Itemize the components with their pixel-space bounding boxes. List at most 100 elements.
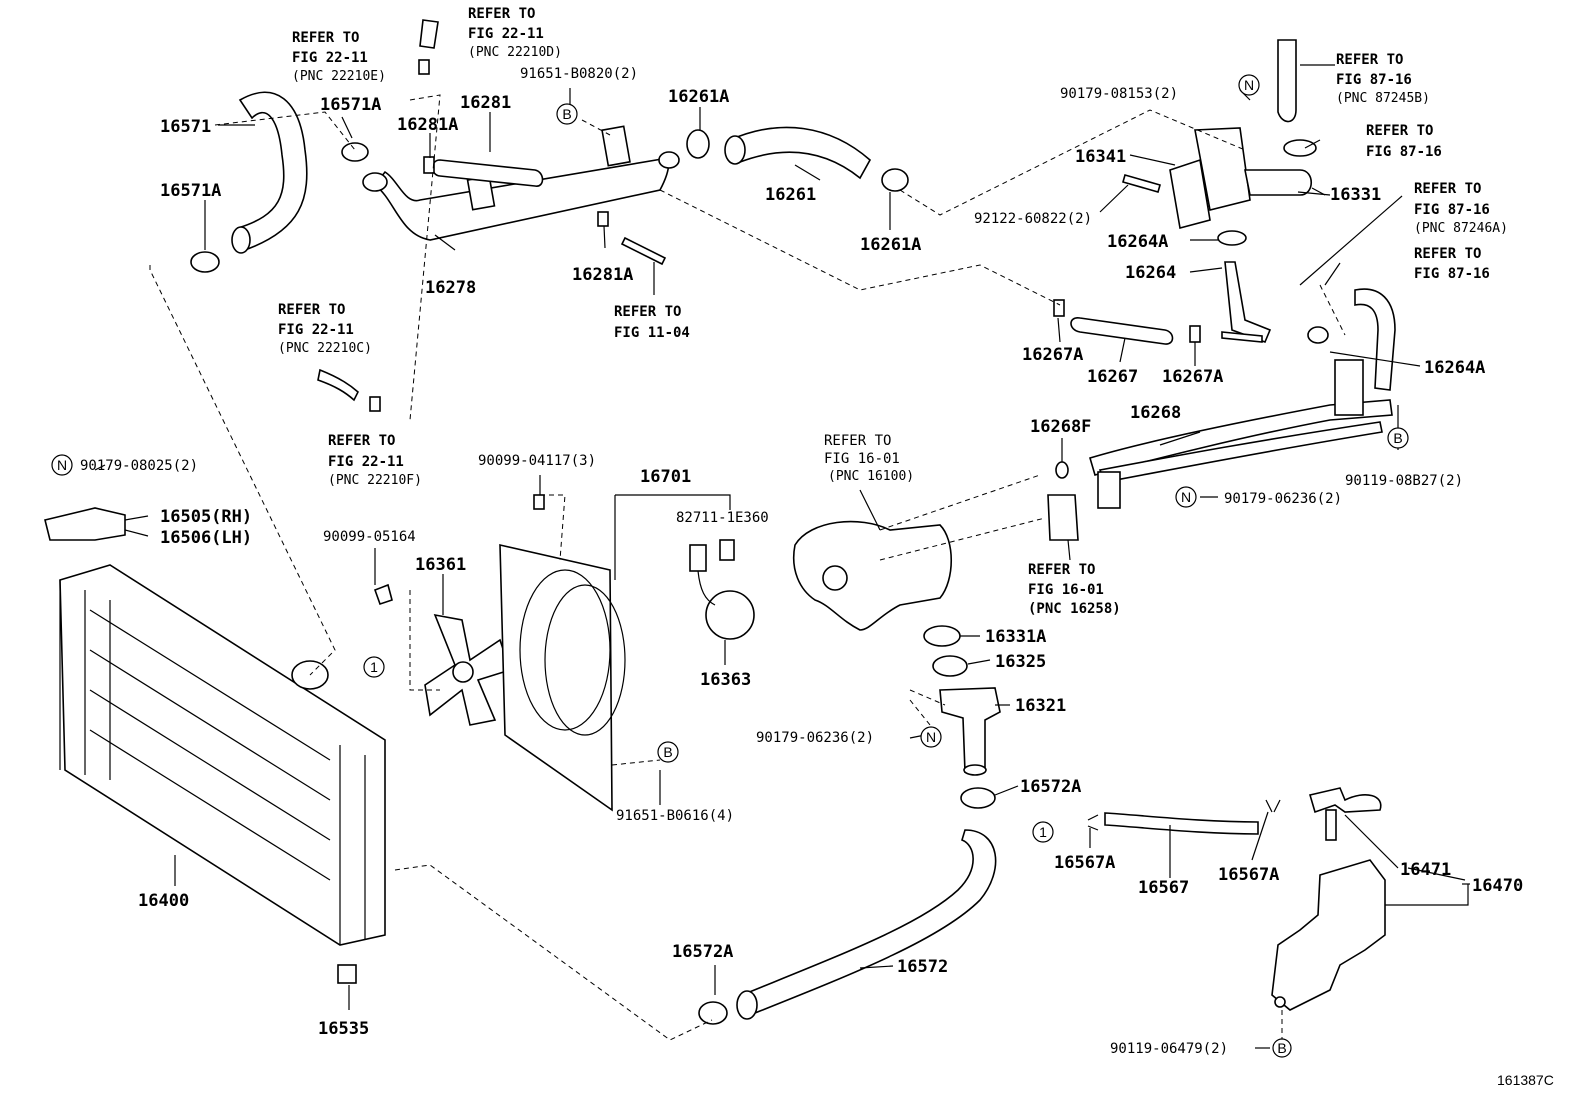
stud-bolt bbox=[1122, 174, 1161, 193]
svg-text:REFER TO: REFER TO bbox=[824, 433, 891, 449]
radiator-inlet-hose bbox=[728, 126, 872, 180]
upper-radiator-hose bbox=[236, 91, 308, 252]
svg-text:FIG 22-11: FIG 22-11 bbox=[278, 322, 354, 338]
water-pump bbox=[792, 520, 953, 631]
svg-text:1: 1 bbox=[1039, 824, 1047, 840]
reservoir-cap-hose bbox=[1308, 787, 1382, 814]
inlet-end bbox=[963, 764, 987, 776]
svg-text:FIG 22-11: FIG 22-11 bbox=[468, 26, 544, 42]
part-label: 16572A bbox=[672, 942, 733, 962]
refer-to-fig-87-16-b: REFER TO FIG 87-16 bbox=[1414, 246, 1490, 282]
pipe-end bbox=[658, 151, 680, 169]
hose-clip bbox=[597, 211, 609, 227]
svg-text:N: N bbox=[1181, 489, 1191, 505]
thermostat-gasket bbox=[932, 655, 968, 677]
svg-text:N: N bbox=[926, 729, 936, 745]
heater-hose bbox=[1354, 288, 1396, 391]
bypass-hose-small bbox=[1070, 317, 1174, 345]
part-label: 90099-05164 bbox=[323, 529, 416, 545]
water-inlet-pipe-lower bbox=[1098, 421, 1383, 483]
part-label: 16470 bbox=[1472, 876, 1523, 896]
svg-text:FIG 22-11: FIG 22-11 bbox=[292, 50, 368, 66]
svg-text:(PNC 22210C): (PNC 22210C) bbox=[278, 341, 372, 356]
part-label: 16321 bbox=[1015, 696, 1066, 716]
svg-text:REFER TO: REFER TO bbox=[292, 30, 359, 46]
svg-text:(PNC 22210E): (PNC 22210E) bbox=[292, 69, 386, 84]
part-label: 90179-06236(2) bbox=[756, 730, 874, 746]
marker-N-circle: N bbox=[920, 726, 942, 748]
reservoir-pipe bbox=[1325, 809, 1337, 841]
part-label: 91651-B0820(2) bbox=[520, 66, 638, 82]
hose-end bbox=[736, 990, 758, 1020]
clip bbox=[418, 59, 430, 75]
part-label: 16264A bbox=[1424, 358, 1485, 378]
svg-text:B: B bbox=[663, 744, 672, 760]
part-label: 16264A bbox=[1107, 232, 1168, 252]
hose-clamp bbox=[1307, 326, 1329, 344]
drain-cock bbox=[337, 964, 357, 984]
lower-radiator-hose bbox=[740, 829, 997, 1017]
part-label: 16281A bbox=[397, 115, 458, 135]
svg-text:B: B bbox=[1277, 1040, 1286, 1056]
part-label: 16505(RH) bbox=[160, 507, 252, 527]
part-label: 90119-06479(2) bbox=[1110, 1041, 1228, 1057]
pipe-end bbox=[362, 172, 388, 192]
svg-text:REFER TO: REFER TO bbox=[1414, 246, 1481, 262]
part-label: 16567 bbox=[1138, 878, 1189, 898]
part-label: 16267A bbox=[1162, 367, 1223, 387]
radiator bbox=[59, 564, 386, 946]
part-label: 16535 bbox=[318, 1019, 369, 1039]
part-label: 16261A bbox=[860, 235, 921, 255]
svg-text:(PNC 16258): (PNC 16258) bbox=[1028, 601, 1121, 617]
fan-motor bbox=[705, 590, 755, 640]
hose-end bbox=[724, 135, 746, 165]
outlet-nozzle bbox=[1244, 169, 1313, 196]
part-label: 16572A bbox=[1020, 777, 1081, 797]
svg-text:REFER TO: REFER TO bbox=[1414, 181, 1481, 197]
refer-to-fig-11-04: REFER TO FIG 11-04 bbox=[614, 304, 690, 341]
svg-text:(PNC 22210F): (PNC 22210F) bbox=[328, 473, 422, 488]
part-label: 16261A bbox=[668, 87, 729, 107]
refer-to-fig-22-11-22210f: REFER TO FIG 22-11 (PNC 22210F) bbox=[328, 433, 422, 488]
part-label: 90179-06236(2) bbox=[1224, 491, 1342, 507]
part-label: 90099-04117(3) bbox=[478, 453, 596, 469]
svg-text:B: B bbox=[562, 106, 571, 122]
svg-text:REFER TO: REFER TO bbox=[1366, 123, 1433, 139]
hose-clip bbox=[1053, 299, 1065, 317]
hose-clamp bbox=[686, 129, 710, 159]
marker-B-circle: B bbox=[556, 103, 578, 125]
svg-text:REFER TO: REFER TO bbox=[614, 304, 681, 320]
part-label: 16571A bbox=[160, 181, 221, 201]
refer-to-fig-22-11-22210d: REFER TO FIG 22-11 (PNC 22210D) bbox=[468, 6, 562, 60]
part-label: 16701 bbox=[640, 467, 691, 487]
svg-text:FIG 22-11: FIG 22-11 bbox=[328, 454, 404, 470]
part-label: 92122-60822(2) bbox=[974, 211, 1092, 227]
part-label: 16571A bbox=[320, 95, 381, 115]
part-label: 82711-1E360 bbox=[676, 510, 769, 526]
fan-hub bbox=[452, 661, 474, 683]
svg-text:FIG 87-16: FIG 87-16 bbox=[1336, 72, 1412, 88]
water-outlet bbox=[1194, 127, 1251, 211]
shroud-bolt bbox=[533, 494, 545, 510]
part-label: 16361 bbox=[415, 555, 466, 575]
part-label: 16471 bbox=[1400, 860, 1451, 880]
part-label: 16281 bbox=[460, 93, 511, 113]
part-label: 16268F bbox=[1030, 417, 1091, 437]
water-hose bbox=[1224, 261, 1272, 344]
part-label: 16278 bbox=[425, 278, 476, 298]
refer-to-fig-16-01-16258: REFER TO FIG 16-01 (PNC 16258) bbox=[1028, 562, 1121, 617]
radiator-support bbox=[44, 507, 126, 541]
pipe-bracket bbox=[1334, 359, 1364, 416]
svg-text:REFER TO: REFER TO bbox=[1336, 52, 1403, 68]
pipe-flange bbox=[1097, 471, 1121, 509]
part-label: 16331 bbox=[1330, 185, 1381, 205]
refer-to-fig-22-11-22210e: REFER TO FIG 22-11 (PNC 22210E) bbox=[292, 30, 386, 84]
part-label: 16267 bbox=[1087, 367, 1138, 387]
part-label: 16567A bbox=[1218, 865, 1279, 885]
marker-1-circle: 1 bbox=[1032, 821, 1054, 843]
part-label: 16400 bbox=[138, 891, 189, 911]
part-label: 16325 bbox=[995, 652, 1046, 672]
refer-to-fig-87-16-a: REFER TO FIG 87-16 bbox=[1366, 123, 1442, 160]
pipe-bracket bbox=[601, 125, 631, 167]
